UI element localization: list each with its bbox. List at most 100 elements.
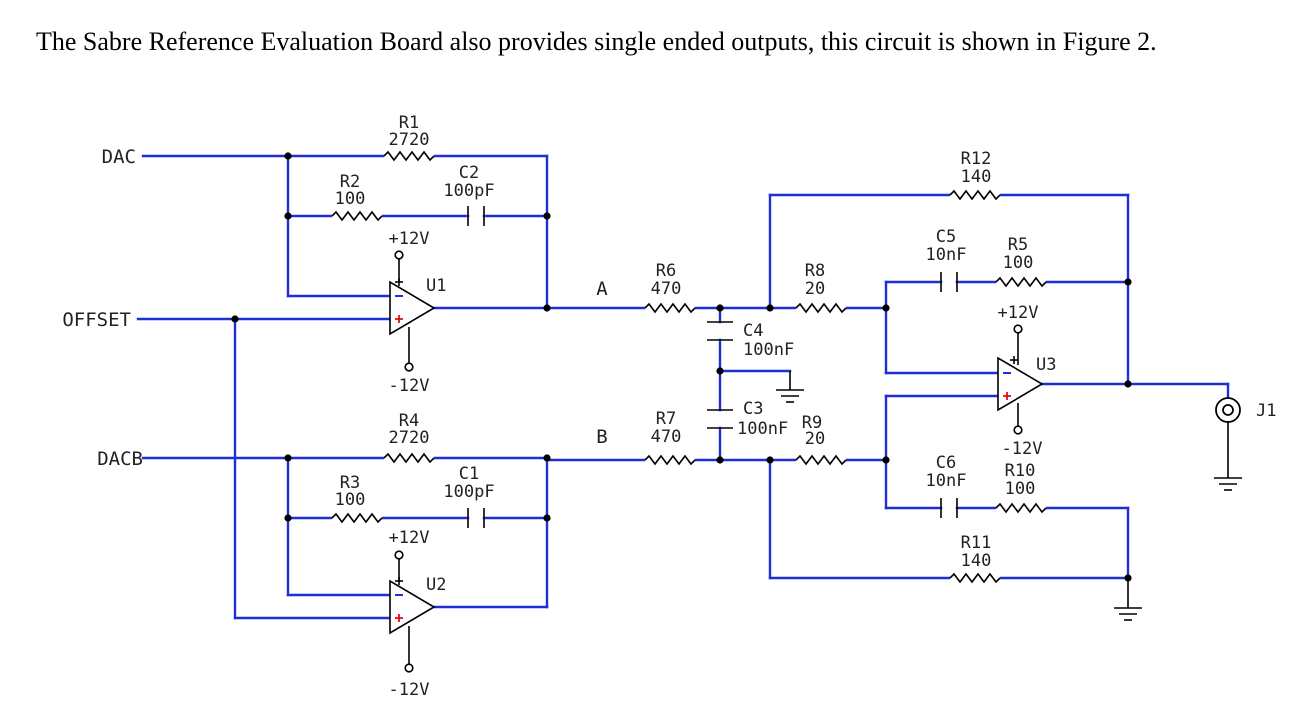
c5-value: 10nF [926,245,967,265]
r11-ref: R11 [961,533,992,553]
c4-ref: C4 [743,321,763,341]
c2-ref: C2 [459,163,479,183]
r4-value: 2720 [389,428,430,448]
net-label-offset: OFFSET [62,309,131,331]
opamp-u2 [389,550,436,673]
c5-ref: C5 [936,227,956,247]
resistor-r3 [331,510,383,526]
junction-dot [284,454,292,462]
junctions [231,152,1132,582]
junction-dot [766,456,774,464]
c4-value: 100nF [743,340,794,360]
u1-pos-supply: +12V [389,229,430,249]
ground-filter [776,371,804,403]
intro-text: The Sabre Reference Evaluation Board als… [36,27,1157,56]
capacitor-c1 [467,508,485,528]
u3-ref: U3 [1036,355,1056,375]
r12-value: 140 [961,167,992,187]
c6-ref: C6 [936,453,956,473]
resistor-r2 [331,208,383,224]
junction-dot [1124,380,1132,388]
connector-j1-icon [1215,397,1241,423]
r7-value: 470 [651,427,682,447]
r5-value: 100 [1003,253,1034,273]
capacitor-c2 [467,206,485,226]
r4-ref: R4 [399,411,419,431]
c3-ref: C3 [743,399,763,419]
u3-neg-supply: -12V [1002,439,1043,459]
labels: DAC OFFSET DACB A B J1 R1 2720 R2 100 C2… [62,113,1276,700]
capacitor-c5 [940,272,958,292]
junction-dot [1124,574,1132,582]
capacitors [467,206,958,528]
c1-ref: C1 [459,464,479,484]
r9-value: 20 [805,429,825,449]
net-label-j1: J1 [1256,401,1276,421]
resistor-r6 [644,300,696,316]
wires [136,154,1230,620]
r8-value: 20 [805,279,825,299]
c6-value: 10nF [926,471,967,491]
junction-dot [543,454,551,462]
r8-ref: R8 [805,261,825,281]
junction-dot [716,456,724,464]
net-label-dac: DAC [102,146,136,168]
r1-value: 2720 [389,130,430,150]
net-label-b: B [596,426,607,448]
r1-ref: R1 [399,113,419,133]
r11-value: 140 [961,551,992,571]
junction-dot [716,304,724,312]
resistor-r12 [949,187,1001,203]
net-label-dacb: DACB [97,448,143,470]
opamp-u3 [997,324,1044,435]
junction-dot [543,212,551,220]
c2-value: 100pF [443,181,494,201]
resistor-r8 [795,300,847,316]
junction-dot [543,304,551,312]
resistor-r1 [383,148,435,164]
u2-neg-supply: -12V [389,680,430,700]
u2-pos-supply: +12V [389,528,430,548]
c3-value: 100nF [737,419,788,439]
r2-ref: R2 [340,172,360,192]
r10-ref: R10 [1005,461,1036,481]
junction-dot [231,315,239,323]
resistor-r10 [995,500,1047,516]
resistor-r5 [995,274,1047,290]
ground-j1 [1214,422,1242,491]
capacitor-c3 [707,409,733,429]
capacitor-c6 [940,498,958,518]
junction-dot [882,304,890,312]
opamp-u1 [389,250,436,372]
resistor-r11 [949,570,1001,586]
capacitor-c4 [707,321,733,341]
junction-dot [284,514,292,522]
junction-dot [543,514,551,522]
junction-dot [284,212,292,220]
net-label-a: A [596,278,608,300]
r7-ref: R7 [656,409,676,429]
resistor-r4 [383,450,435,466]
r5-ref: R5 [1008,235,1028,255]
resistor-r9 [795,452,847,468]
junction-dot [284,152,292,160]
u2-ref: U2 [426,575,446,595]
r10-value: 100 [1005,479,1036,499]
r3-ref: R3 [340,473,360,493]
resistor-r7 [644,452,696,468]
junction-dot [766,304,774,312]
u3-pos-supply: +12V [998,303,1039,323]
junction-dot [1124,278,1132,286]
junction-dot [882,456,890,464]
r6-value: 470 [651,279,682,299]
junction-dot [716,367,724,375]
u1-ref: U1 [426,276,446,296]
ground-r11 [1114,578,1142,621]
r2-value: 100 [335,189,366,209]
c1-value: 100pF [443,482,494,502]
r3-value: 100 [335,490,366,510]
resistors [331,148,1047,586]
u1-neg-supply: -12V [389,376,430,396]
r9-ref: R9 [802,413,822,433]
